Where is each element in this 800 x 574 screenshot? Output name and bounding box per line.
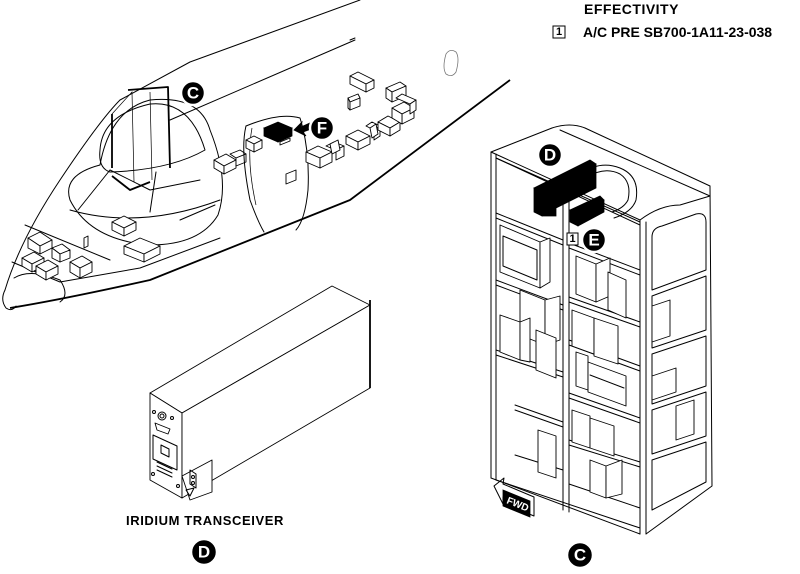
rack-silhouette bbox=[111, 86, 171, 191]
callout-f-aircraft: F bbox=[308, 114, 336, 142]
svg-text:1: 1 bbox=[556, 26, 562, 38]
transceiver-knob bbox=[157, 411, 167, 421]
callout-c-view: C bbox=[565, 540, 595, 570]
target-unit-f bbox=[262, 121, 294, 146]
rack-units-left bbox=[499, 224, 561, 479]
fuselage-top-line bbox=[4, 0, 361, 291]
callout-c-view-label: C bbox=[574, 546, 586, 565]
cockpit-frame-2 bbox=[149, 171, 157, 213]
fuselage-crown-line bbox=[169, 39, 356, 121]
rack-left-post bbox=[490, 151, 497, 481]
callout-e-rack: 1 E bbox=[566, 226, 608, 254]
frame-ring-inner bbox=[243, 125, 265, 233]
rack-silhouette-inner bbox=[111, 91, 153, 183]
nose-bulkhead bbox=[13, 273, 66, 303]
callout-d-rack-label: D bbox=[544, 146, 556, 165]
cockpit-frame-1 bbox=[77, 169, 111, 211]
callout-f-aircraft-label: F bbox=[317, 119, 327, 138]
cockpit-dome bbox=[68, 98, 223, 246]
callout-c-aircraft-label: C bbox=[187, 84, 199, 103]
rack-shelf bbox=[568, 392, 641, 424]
rack-top-crossbar bbox=[495, 157, 641, 223]
cockpit-dome-ring bbox=[99, 103, 206, 173]
rack-shelf bbox=[568, 296, 641, 328]
transceiver-vent bbox=[156, 461, 173, 478]
transceiver-label-plate bbox=[152, 434, 178, 471]
target-unit-e bbox=[569, 195, 605, 227]
effectivity-note-text: A/C PRE SB700-1A11-23-038 bbox=[583, 24, 772, 40]
nose-tip bbox=[2, 289, 17, 311]
cabin-window bbox=[443, 50, 459, 76]
callout-d-rack: D bbox=[536, 141, 564, 169]
rack-side-opening bbox=[651, 441, 707, 511]
rack-side-opening bbox=[651, 391, 707, 455]
rack-shelf bbox=[514, 404, 564, 428]
transceiver-caption: IRIDIUM TRANSCEIVER bbox=[126, 513, 284, 528]
rack-right-top-edge bbox=[639, 195, 711, 221]
callout-e-rack-label: E bbox=[588, 231, 599, 250]
rack-right-panel bbox=[639, 219, 647, 535]
transceiver-dsub-connector bbox=[154, 422, 171, 435]
iridium-transceiver-drawing bbox=[149, 285, 371, 501]
callout-d-view: D bbox=[189, 537, 219, 567]
rack-units-right bbox=[571, 255, 695, 499]
aircraft-fuselage bbox=[2, 0, 511, 311]
fuselage-bottom-line bbox=[9, 79, 511, 309]
callout-c-aircraft: C bbox=[179, 79, 207, 107]
callout-e-rack-note: 1 bbox=[569, 233, 575, 245]
effectivity-block: EFFECTIVITY 1 A/C PRE SB700-1A11-23-038 bbox=[552, 1, 772, 40]
rack-side-opening bbox=[651, 213, 707, 291]
callout-d-view-label: D bbox=[198, 543, 210, 562]
rack-shelf bbox=[495, 212, 564, 246]
equipment-rack-drawing bbox=[490, 124, 713, 535]
fwd-arrow: FWD bbox=[493, 477, 535, 518]
rack-top-handle bbox=[579, 164, 638, 219]
rack-mid-post bbox=[562, 179, 570, 513]
floor-line-2 bbox=[24, 224, 111, 261]
rack-bottom bbox=[490, 477, 641, 535]
cockpit-dome-band bbox=[69, 199, 221, 219]
fuselage-upper-line bbox=[349, 37, 356, 41]
rack-top-handle-inner bbox=[585, 170, 630, 213]
fwd-arrow-body bbox=[502, 489, 531, 518]
rack-top-back bbox=[490, 124, 711, 197]
rack-bottom-2 bbox=[495, 479, 641, 529]
frame-ring-inner-2 bbox=[249, 127, 257, 206]
cockpit-frame-3 bbox=[109, 169, 201, 191]
rack-right-back bbox=[645, 185, 713, 535]
nose-equipment bbox=[21, 149, 247, 281]
effectivity-title: EFFECTIVITY bbox=[584, 1, 679, 17]
effectivity-note-marker: 1 bbox=[552, 25, 566, 39]
cabin-equipment bbox=[245, 71, 417, 185]
cabin-line bbox=[179, 204, 216, 221]
